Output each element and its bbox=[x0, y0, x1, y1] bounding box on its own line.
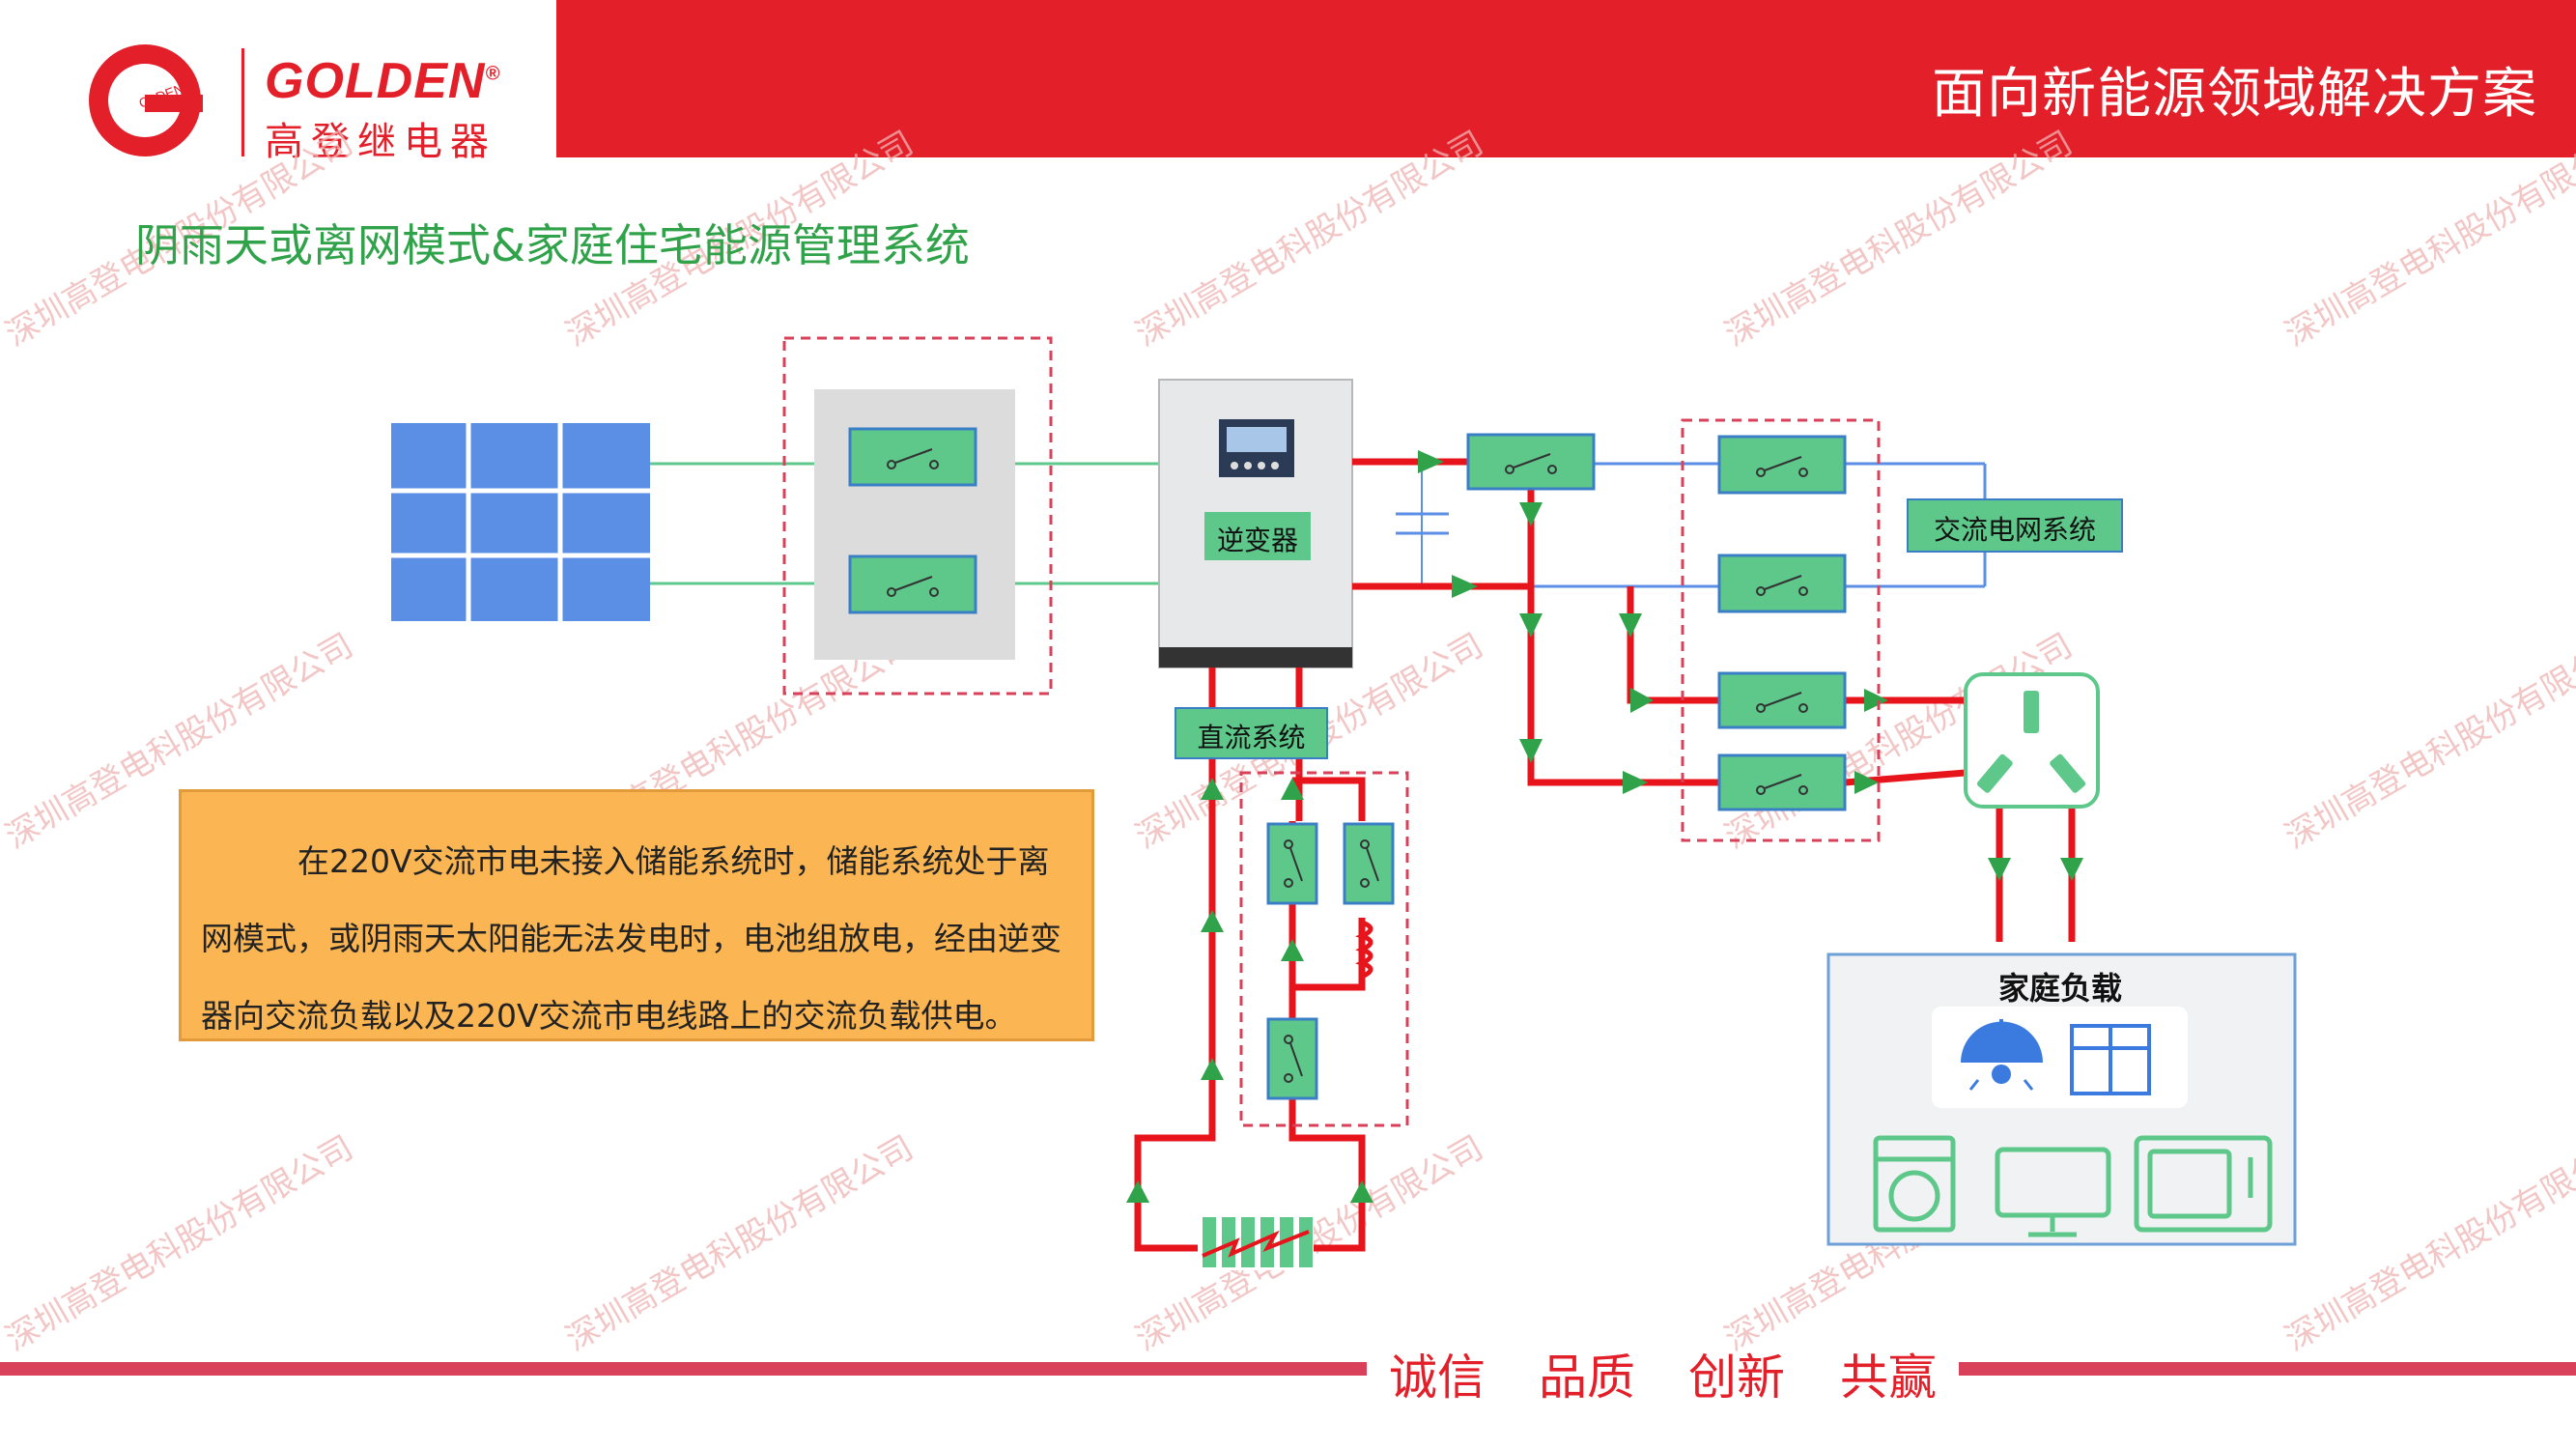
ac-relay-1 bbox=[1717, 435, 1847, 495]
logo-brand-name: GOLDEN bbox=[265, 53, 486, 109]
logo-g-icon: OLDEN bbox=[89, 44, 203, 156]
ac-relay-group bbox=[1681, 418, 1881, 842]
logo-brand-cn: 高登继电器 bbox=[265, 120, 496, 164]
ac-relay-3 bbox=[1717, 671, 1847, 729]
logo-brand: GOLDEN® bbox=[265, 52, 500, 110]
window-icon bbox=[2070, 1024, 2151, 1095]
solar-panel-icon bbox=[391, 423, 650, 621]
header-band: 面向新能源领域解决方案 bbox=[556, 0, 2576, 157]
dc-relay-group bbox=[1239, 771, 1409, 1127]
page-title: 阴雨天或离网模式&家庭住宅能源管理系统 bbox=[135, 219, 970, 271]
home-load-panel bbox=[1826, 952, 2297, 1246]
grid-system-box bbox=[1907, 498, 2123, 553]
inverter-ac-relay bbox=[1466, 433, 1596, 491]
logo-separator bbox=[241, 48, 244, 156]
ac-relay-4 bbox=[1717, 753, 1847, 811]
inverter-label: 逆变器 bbox=[1216, 525, 1298, 556]
footer-line-left bbox=[0, 1362, 1367, 1376]
info-box: 在220V交流市电未接入储能系统时，储能系统处于离网模式，或阴雨天太阳能无法发电… bbox=[179, 789, 1094, 1041]
socket-icon bbox=[1964, 672, 2100, 809]
pv-relay-group bbox=[782, 336, 1053, 696]
dc-system-label: 直流系统 bbox=[1197, 722, 1306, 753]
inverter-unit bbox=[1158, 379, 1353, 668]
footer-line-right bbox=[1959, 1362, 2576, 1376]
logo-registered-mark: ® bbox=[485, 63, 501, 85]
dc-relay-2 bbox=[1343, 822, 1395, 905]
battery-pack-icon bbox=[1198, 1212, 1314, 1270]
home-load-label: 家庭负载 bbox=[1997, 970, 2122, 1007]
info-text: 在220V交流市电未接入储能系统时，储能系统处于离网模式，或阴雨天太阳能无法发电… bbox=[201, 842, 1062, 1035]
slogan-quality: 品质 bbox=[1539, 1350, 1635, 1406]
monitor-icon bbox=[1995, 1147, 2111, 1237]
header-title: 面向新能源领域解决方案 bbox=[1932, 63, 2537, 126]
slogan-integrity: 诚信 bbox=[1389, 1350, 1486, 1406]
dc-relay-1 bbox=[1266, 822, 1318, 905]
dc-relay-3 bbox=[1266, 1017, 1318, 1100]
slogan-win-win: 共赢 bbox=[1840, 1350, 1937, 1406]
pv-relay-1 bbox=[848, 427, 977, 487]
slogan-innovation: 创新 bbox=[1688, 1350, 1785, 1406]
company-logo: OLDEN GOLDEN® 高登继电器 bbox=[85, 41, 549, 166]
lamp-icon bbox=[1961, 1019, 2043, 1091]
pv-relay-2 bbox=[848, 554, 977, 614]
coil-icon bbox=[1355, 920, 1373, 980]
washing-machine-icon bbox=[1873, 1135, 1956, 1233]
ac-relay-2 bbox=[1717, 554, 1847, 613]
grid-system-label: 交流电网系统 bbox=[1933, 514, 2096, 546]
dc-system-box bbox=[1175, 707, 1328, 759]
microwave-icon bbox=[2134, 1135, 2273, 1233]
